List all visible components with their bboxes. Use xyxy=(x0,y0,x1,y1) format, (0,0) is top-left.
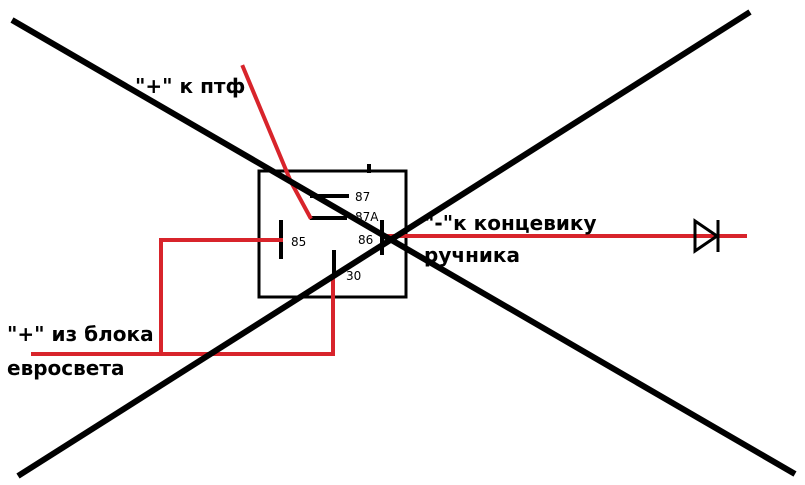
cross-line-2 xyxy=(16,9,752,479)
cross-out-mark xyxy=(10,9,797,479)
label-handbrake-line2: ручника xyxy=(424,243,520,267)
wire-fog-light xyxy=(240,64,313,220)
label-eurolight-line1: "+" из блока xyxy=(7,322,154,346)
diode-triangle xyxy=(693,218,720,254)
pin-label-85: 85 xyxy=(291,235,306,249)
diode-icon xyxy=(693,218,720,254)
wire-85-feed xyxy=(159,238,283,356)
label-handbrake-line1: "-"к концевику xyxy=(424,211,596,235)
cross-line-1 xyxy=(10,17,797,477)
pin-label-86: 86 xyxy=(358,233,373,247)
pin-label-87: 87 xyxy=(355,190,370,204)
red-wires xyxy=(31,64,747,356)
label-fog-light-plus: "+" к птф xyxy=(135,74,245,98)
wire-eurolight-main xyxy=(31,276,335,356)
pin-label-30: 30 xyxy=(346,269,361,283)
label-eurolight-line2: евросвета xyxy=(7,356,124,380)
